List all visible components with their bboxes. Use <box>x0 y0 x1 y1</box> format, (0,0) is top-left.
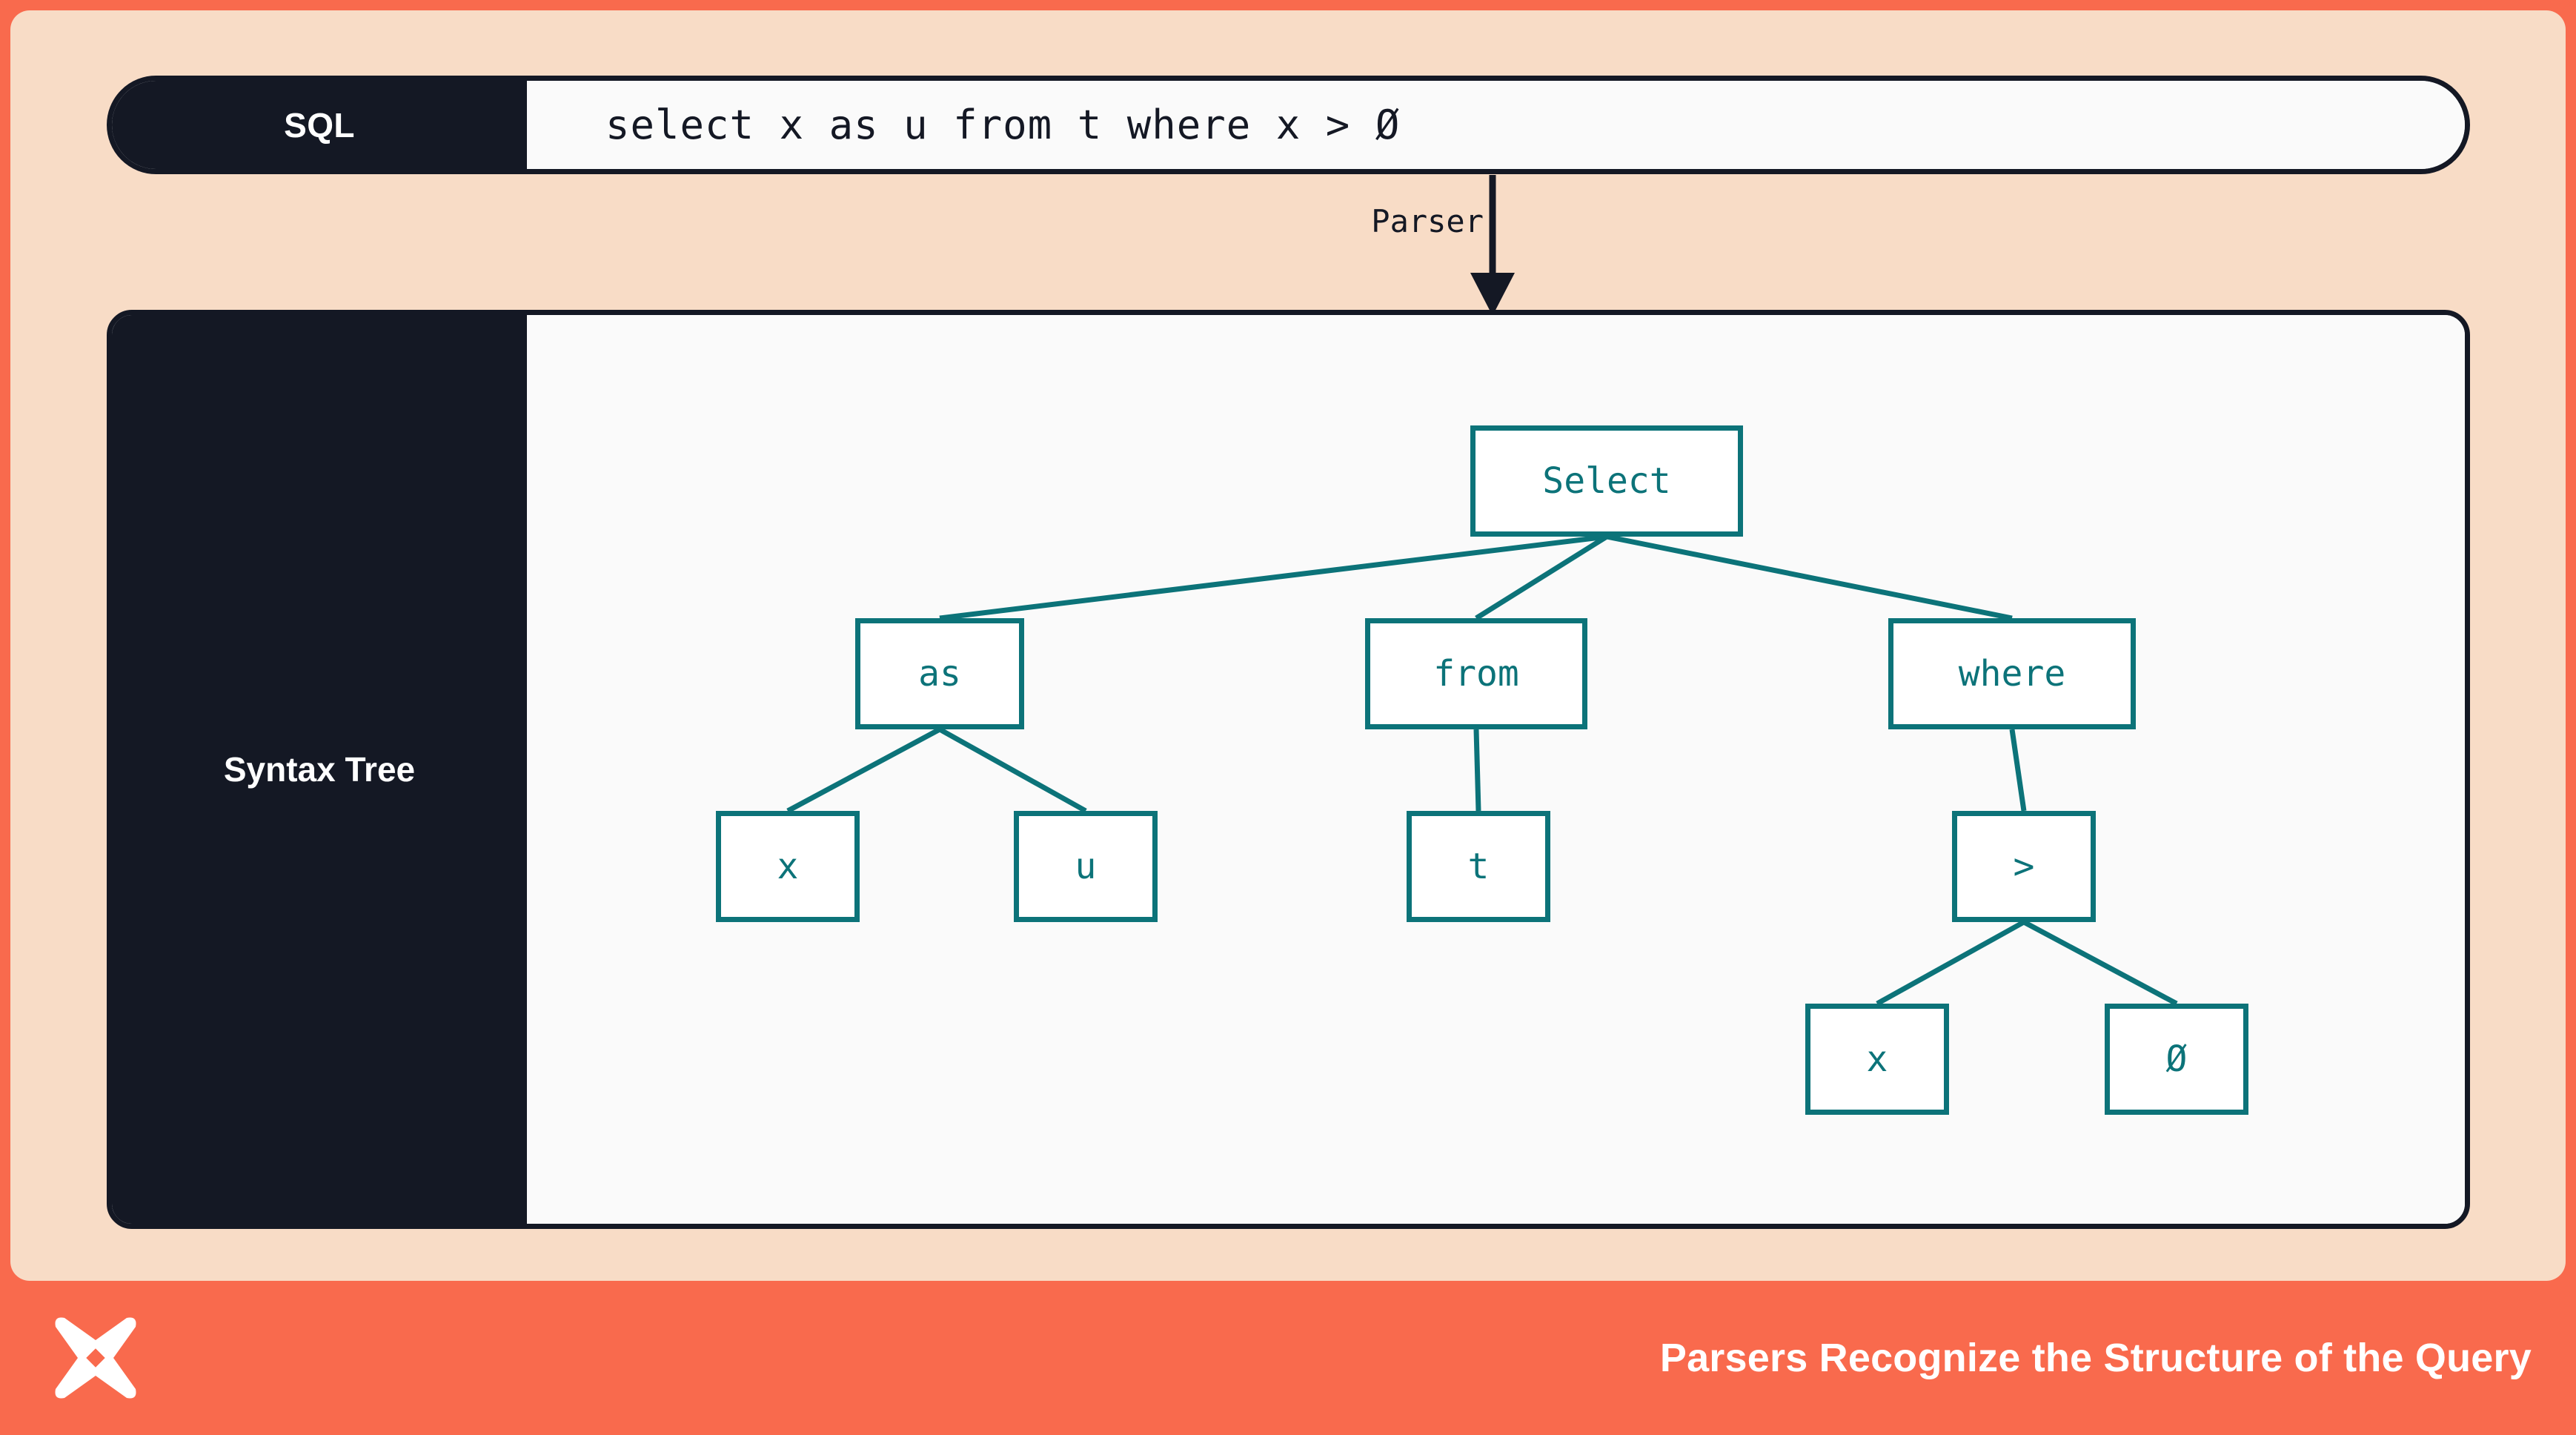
tree-node-t[interactable]: t <box>1407 811 1550 922</box>
parser-arrow-group: Parser <box>1270 175 1581 317</box>
tree-node-label: t <box>1467 846 1490 887</box>
tree-node-from[interactable]: from <box>1365 618 1587 729</box>
sql-row-label: SQL <box>112 81 527 169</box>
tree-node-as[interactable]: as <box>855 618 1024 729</box>
parser-arrow-label: Parser <box>1371 203 1484 239</box>
tree-edge-as-x1 <box>786 726 941 814</box>
tree-edge-where-gt <box>2009 729 2027 812</box>
tree-node-x2[interactable]: x <box>1805 1004 1949 1115</box>
tree-node-label: x <box>1866 1038 1888 1080</box>
tree-edge-gt-x2 <box>1876 919 2025 1007</box>
tree-edge-select-where <box>1606 534 2013 621</box>
tree-node-x1[interactable]: x <box>716 811 860 922</box>
tree-node-label: Select <box>1542 460 1671 502</box>
tree-node-select[interactable]: Select <box>1470 425 1743 537</box>
tree-node-label: u <box>1075 846 1097 887</box>
tree-edge-from-t <box>1473 729 1481 812</box>
footer-caption: Parsers Recognize the Structure of the Q… <box>1659 1336 2532 1380</box>
tree-node-label: > <box>2013 846 2035 887</box>
x-mark-logo <box>55 1317 136 1399</box>
tree-edge-gt-zero <box>2022 919 2178 1007</box>
tree-node-label: where <box>1958 653 2066 695</box>
sql-query-text: select x as u from t where x > Ø <box>605 102 1401 148</box>
tree-node-label: Ø <box>2165 1038 2188 1080</box>
tree-edge-select-as <box>939 534 1607 621</box>
tree-node-label: x <box>777 846 799 887</box>
syntax-tree-label: Syntax Tree <box>112 315 527 1224</box>
sql-query-field[interactable]: select x as u from t where x > Ø <box>527 81 2465 169</box>
tree-node-label: from <box>1433 653 1519 695</box>
arrow-down-icon <box>1470 175 1515 316</box>
tree-node-where[interactable]: where <box>1888 618 2136 729</box>
tree-node-gt[interactable]: > <box>1952 811 2096 922</box>
tree-node-u[interactable]: u <box>1014 811 1158 922</box>
tree-edge-as-u <box>938 726 1087 814</box>
tree-edge-select-from <box>1475 534 1608 620</box>
sql-input-row: SQL select x as u from t where x > Ø <box>107 76 2470 174</box>
tree-node-label: as <box>918 653 961 695</box>
footer-banner: Parsers Recognize the Structure of the Q… <box>0 1281 2576 1435</box>
tree-edges <box>786 534 2178 1007</box>
diagram-canvas: SQL select x as u from t where x > Ø Par… <box>10 10 2566 1281</box>
tree-node-zero[interactable]: Ø <box>2105 1004 2248 1115</box>
